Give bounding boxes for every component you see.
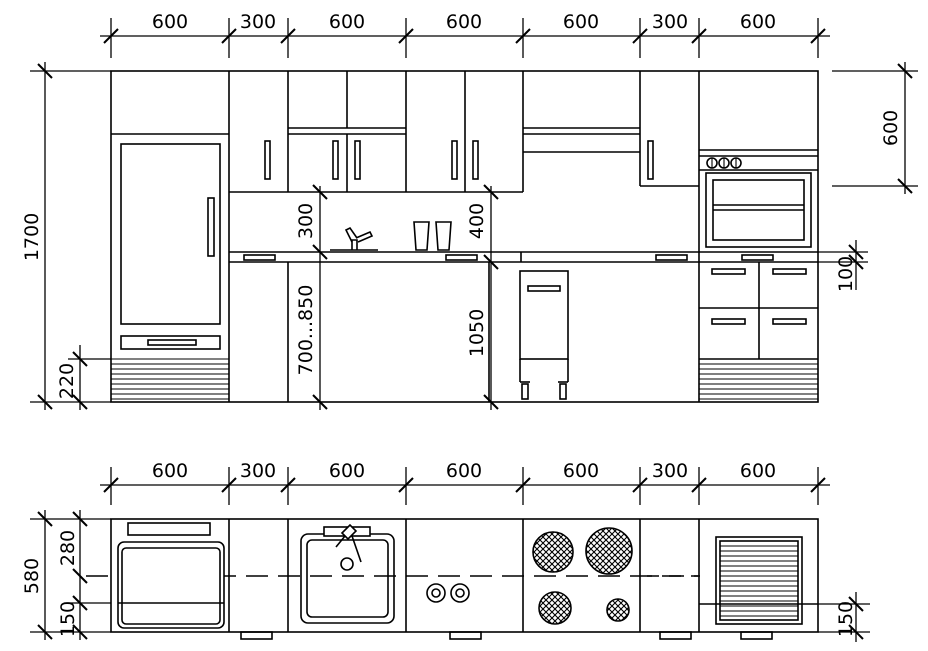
faucet-icon	[330, 226, 378, 251]
plan-inner-depth-label: 280	[57, 530, 79, 566]
oven-column	[698, 71, 818, 402]
plan-dim-5: 600	[563, 460, 599, 482]
plan-front-offset-label: 150	[57, 601, 79, 637]
plan-dim-2: 300	[240, 460, 276, 482]
overall-height-label: 1700	[21, 213, 43, 261]
glasses-icon	[413, 221, 452, 251]
oven-plinth-grille	[699, 363, 818, 400]
plan-dim-6: 300	[652, 460, 688, 482]
fridge-plinth-grille	[111, 358, 229, 400]
plan-dim-7: 600	[740, 460, 776, 482]
plan-depth-dimensions: 580 280 150	[21, 510, 111, 640]
plan-fridge	[117, 522, 225, 629]
elevation-dim-4: 600	[446, 11, 482, 33]
plan-dim-3: 600	[329, 460, 365, 482]
elevation-dim-7: 600	[740, 11, 776, 33]
drawer-height-label: 100	[835, 256, 857, 292]
oven-knobs-icon	[706, 157, 742, 169]
kitchen-trolley	[519, 270, 569, 400]
elevation-height-dimensions: 1700 220	[21, 62, 111, 410]
elevation-dim-5: 600	[563, 11, 599, 33]
plan-dim-4: 600	[446, 460, 482, 482]
right-dimensions: 600 100	[818, 62, 918, 292]
elevation-dim-3: 600	[329, 11, 365, 33]
wall-clearance-label: 400	[466, 203, 488, 239]
tall-fridge-unit	[111, 71, 230, 402]
plinth-height-label: 220	[56, 363, 78, 399]
plan-right-offset-label: 150	[835, 601, 857, 637]
backsplash-height-label: 300	[295, 203, 317, 239]
elevation-view: 600 300 600 600 600 300 600 1700 220	[21, 11, 918, 410]
tap-holes-icon	[426, 583, 470, 603]
interior-dimensions: 300 700...850 400 1050	[295, 184, 499, 410]
sink-icon	[300, 523, 395, 624]
counter-height-label: 1050	[466, 309, 488, 357]
worktop-and-base-units	[229, 251, 818, 402]
wall-cabinets	[229, 71, 699, 193]
plan-oven-grille	[715, 536, 803, 625]
plan-view: 600 300 600 600 600 300 600 580 280 150	[21, 460, 870, 642]
worktop-height-range-label: 700...850	[295, 285, 317, 376]
plan-feet	[240, 631, 773, 640]
wall-cabinet-height-label: 600	[880, 110, 902, 146]
elevation-dim-2: 300	[240, 11, 276, 33]
hob-burners-icon	[532, 527, 633, 625]
elevation-width-dimensions: 600 300 600 600 600 300 600	[100, 11, 830, 58]
plan-dim-1: 600	[152, 460, 188, 482]
elevation-dim-6: 300	[652, 11, 688, 33]
plan-width-dimensions: 600 300 600 600 600 300 600	[100, 460, 830, 505]
elevation-dim-1: 600	[152, 11, 188, 33]
plan-depth-label: 580	[21, 558, 43, 594]
plan-right-dimension: 150	[818, 592, 870, 642]
